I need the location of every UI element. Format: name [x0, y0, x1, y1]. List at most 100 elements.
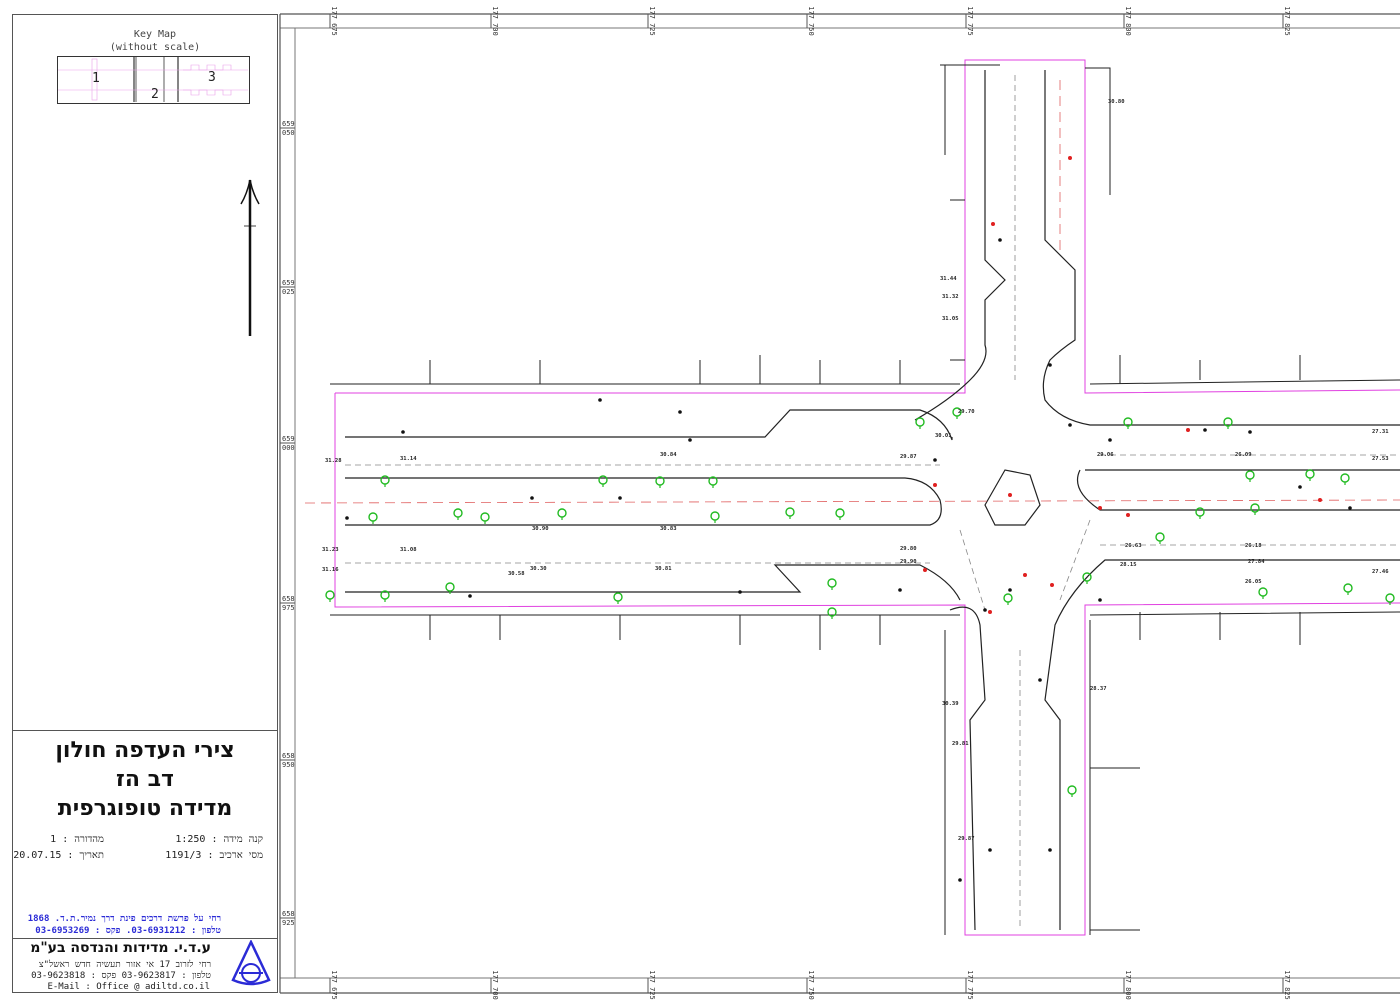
- elevation-label: 30.90: [532, 526, 549, 532]
- survey-type-title: מדידה טופוגרפית: [57, 796, 233, 821]
- elevation-label: 26.63: [1125, 543, 1142, 549]
- client-address: רחי על פרשת דרכים פינת דרך נמיר.ת.ד. 186…: [27, 914, 221, 924]
- grid-label-x: 177 700: [491, 970, 499, 1000]
- elevation-label: 29.87: [958, 836, 975, 842]
- tree-icon: [1250, 503, 1260, 513]
- edition-label: מהדורה :: [62, 834, 104, 845]
- elevation-label: 28.15: [1120, 562, 1137, 568]
- elevation-label: 30.01: [935, 433, 952, 439]
- building-lines: [330, 64, 1400, 935]
- tree-icon: [613, 592, 623, 602]
- elevation-label: 29.81: [952, 741, 969, 747]
- project-title: צירי העדפה חולון: [55, 738, 235, 763]
- grid-label-y: 050: [282, 129, 295, 137]
- key-map-sheet-1[interactable]: 1: [92, 71, 100, 86]
- elevation-label: 26.18: [1245, 543, 1262, 549]
- survey-point: [898, 588, 902, 592]
- elevation-label: 27.31: [1372, 429, 1389, 435]
- elevation-label: 30.39: [942, 701, 959, 707]
- survey-points: [345, 156, 1352, 882]
- date-label: תאריך :: [67, 850, 104, 861]
- tree-icon: [557, 508, 567, 518]
- grid-label-x: 177 675: [330, 6, 338, 36]
- tree-icon: [1258, 587, 1268, 597]
- survey-point: [1203, 428, 1207, 432]
- elevation-label: 31.05: [942, 316, 959, 322]
- survey-point: [983, 608, 987, 612]
- key-map-sketch: [58, 57, 248, 102]
- elevation-label: 28.37: [1090, 686, 1107, 692]
- survey-point: [1048, 363, 1052, 367]
- elevation-label: 26.05: [1245, 579, 1262, 585]
- tree-icon: [1067, 785, 1077, 795]
- grid-label-y: 025: [282, 288, 295, 296]
- survey-point: [998, 238, 1002, 242]
- tree-icon: [915, 417, 925, 427]
- elevation-label: 30.30: [530, 566, 547, 572]
- elevation-label: 31.28: [325, 458, 342, 464]
- tree-icon: [835, 508, 845, 518]
- key-map-sheet-3[interactable]: 3: [208, 70, 216, 85]
- date-value: 20.07.15: [13, 850, 62, 861]
- lane-lines: [345, 75, 1400, 930]
- trees: [325, 407, 1395, 797]
- survey-point-red: [1068, 156, 1072, 160]
- survey-point: [958, 878, 962, 882]
- survey-point: [1298, 485, 1302, 489]
- elevation-label: 29.80: [900, 546, 917, 552]
- north-arrow-icon: [240, 179, 260, 336]
- elevation-label: 31.23: [322, 547, 339, 553]
- tree-icon: [1385, 593, 1395, 603]
- survey-point-red: [1008, 493, 1012, 497]
- client-phones: טלפון : 03-6931212. פקס : 03-6953269: [35, 926, 221, 936]
- scale-label: קנה מידה :: [211, 834, 263, 845]
- elevation-label: 29.87: [900, 454, 917, 460]
- tree-icon: [1340, 473, 1350, 483]
- tree-icon: [1155, 532, 1165, 542]
- survey-point-red: [1023, 573, 1027, 577]
- tree-icon: [785, 507, 795, 517]
- survey-point-red: [991, 222, 995, 226]
- tree-icon: [368, 512, 378, 522]
- elevation-label: 31.14: [400, 456, 417, 462]
- key-map-title: Key Map (without scale): [60, 28, 250, 54]
- grid-label-y: 950: [282, 761, 295, 769]
- elevation-label: 30.80: [1108, 99, 1125, 105]
- tree-icon: [598, 475, 608, 485]
- survey-point: [688, 438, 692, 442]
- elevation-label: 27.53: [1372, 456, 1389, 462]
- grid-label-y: 659: [282, 279, 295, 287]
- elevation-label: 31.08: [400, 547, 417, 553]
- survey-point: [618, 496, 622, 500]
- grid-label-x: 177 825: [1283, 6, 1291, 36]
- company-phones: טלפון : 03-9623817 פקס : 03-9623818: [31, 971, 211, 981]
- key-map-sheet-2[interactable]: 2: [151, 87, 159, 102]
- survey-point-red: [1186, 428, 1190, 432]
- tree-icon: [710, 511, 720, 521]
- tree-icon: [1305, 469, 1315, 479]
- tree-icon: [1343, 583, 1353, 593]
- survey-point: [1248, 430, 1252, 434]
- survey-point: [598, 398, 602, 402]
- company-logo-icon: [231, 940, 271, 986]
- survey-point-red: [923, 568, 927, 572]
- survey-point: [345, 516, 349, 520]
- grid-label-x: 177 800: [1124, 970, 1132, 1000]
- grid-label-x: 177 775: [966, 6, 974, 36]
- elevation-label: 31.44: [940, 276, 957, 282]
- tree-icon: [325, 590, 335, 600]
- elevation-label: 30.83: [660, 526, 677, 532]
- grid-label-y: 975: [282, 604, 295, 612]
- survey-point: [988, 848, 992, 852]
- grid-label-y: 658: [282, 752, 295, 760]
- survey-point: [738, 590, 742, 594]
- curb-lines: [345, 70, 1400, 931]
- survey-point-red: [1318, 498, 1322, 502]
- survey-point-red: [1050, 583, 1054, 587]
- grid-label-y: 659: [282, 120, 295, 128]
- grid-label-x: 177 800: [1124, 6, 1132, 36]
- elevation-label: 27.46: [1372, 569, 1389, 575]
- grid-label-y: 659: [282, 435, 295, 443]
